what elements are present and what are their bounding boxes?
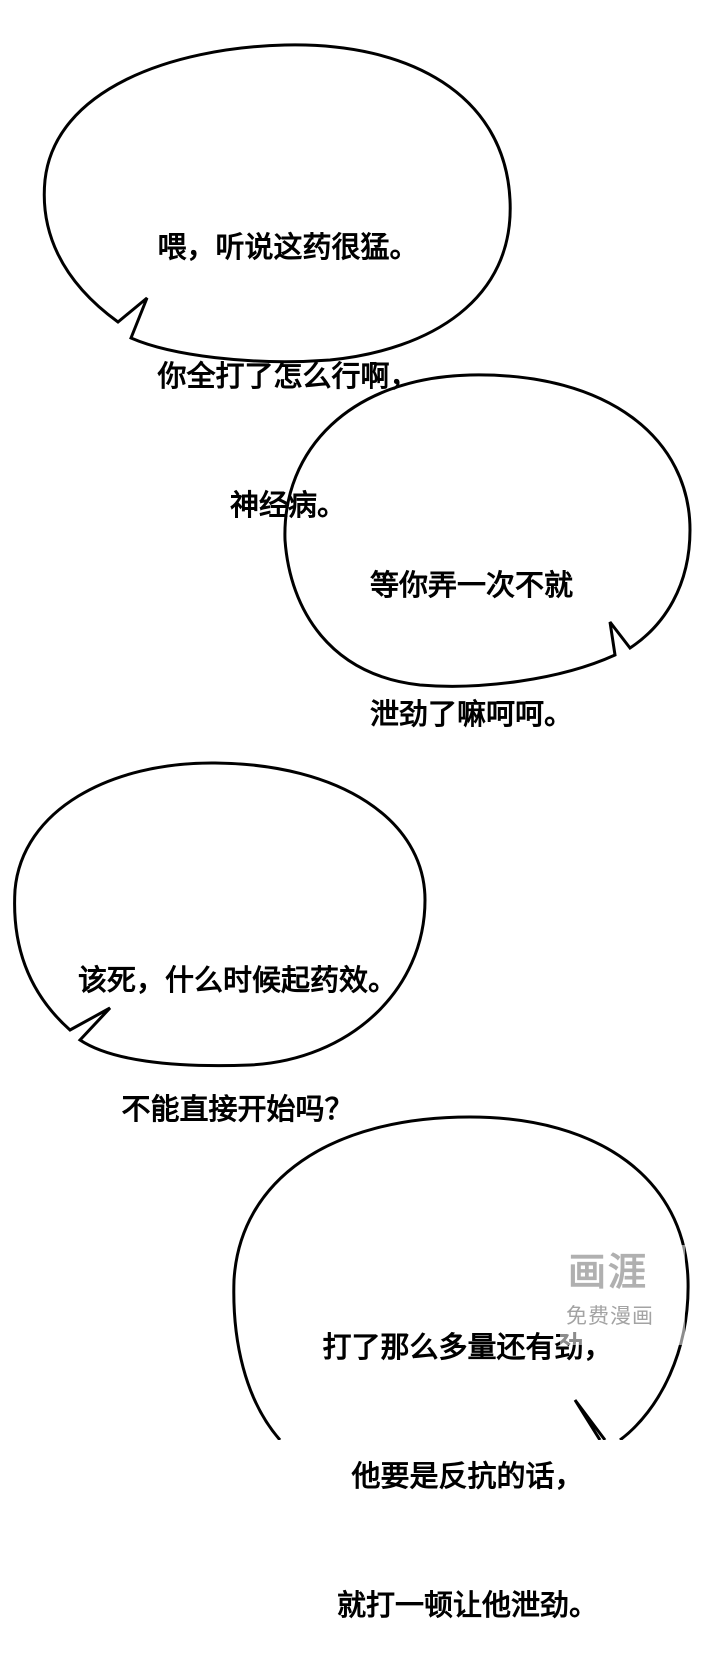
watermark-subtitle: 免费漫画 bbox=[566, 1304, 654, 1328]
bubble-3-text: 该死，什么时候起药效。 不能直接开始吗？ bbox=[45, 873, 430, 1174]
bubble-2-line-1: 等你弄一次不就 bbox=[370, 568, 574, 602]
speech-bubble-3 bbox=[13, 761, 427, 1068]
bubble-2-line-2: 泄劲了嘛呵呵。 bbox=[370, 697, 574, 731]
speech-bubble-outlines bbox=[13, 43, 692, 1440]
bubble-2-text: 等你弄一次不就 泄劲了嘛呵呵。 bbox=[370, 478, 630, 779]
bubble-1-text: 喂，听说这药很猛。 你全打了怎么行啊， 神经病。 bbox=[128, 140, 448, 570]
bubble-3-line-1: 该死，什么时候起药效。 bbox=[77, 963, 397, 997]
watermark: 画涯 免费漫画 bbox=[560, 1245, 685, 1345]
speech-bubble-1 bbox=[42, 43, 512, 364]
bubble-4-line-3: 就打一顿让他泄劲。 bbox=[336, 1588, 598, 1622]
bubble-1-line-3: 神经病。 bbox=[229, 488, 346, 522]
speech-bubble-4 bbox=[232, 1115, 690, 1440]
bubble-3-line-2: 不能直接开始吗？ bbox=[121, 1092, 354, 1126]
bubble-1-line-2: 你全打了怎么行啊， bbox=[157, 359, 419, 393]
watermark-logo: 画涯 bbox=[568, 1250, 649, 1294]
bubble-1-line-1: 喂，听说这药很猛。 bbox=[157, 230, 419, 264]
speech-bubble-2 bbox=[283, 373, 692, 688]
bubble-4-line-2: 他要是反抗的话， bbox=[351, 1459, 584, 1493]
